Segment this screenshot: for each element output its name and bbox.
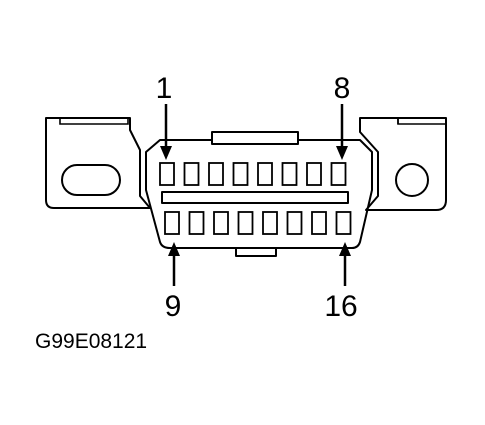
reference-code: G99E08121 [35, 330, 147, 353]
pin-1-label: 1 [156, 72, 173, 105]
bottom-row-pin-cavity [237, 211, 254, 235]
right-mounting-hole [395, 163, 429, 197]
pin-1-arrow [160, 104, 172, 160]
pin-9-label: 9 [165, 290, 182, 323]
right-mounting-flange [359, 117, 447, 211]
top-row-pin-cavity [257, 162, 273, 186]
bottom-row-pin-cavity [262, 211, 278, 235]
bottom-row-pin-cavity [213, 211, 229, 235]
top-row-pin-cavity [306, 162, 322, 186]
pin-8-label: 8 [334, 72, 351, 105]
bottom-pin-row [164, 211, 352, 235]
bottom-row-pin-cavity [335, 211, 352, 235]
left-mounting-flange [45, 117, 151, 209]
connector-body [145, 131, 373, 257]
top-row-pin-cavity [159, 162, 175, 186]
top-row-pin-cavity [232, 162, 249, 186]
left-mounting-hole [61, 164, 121, 196]
top-row-pin-cavity [183, 162, 200, 186]
pin-9-arrow [168, 242, 180, 286]
bottom-row-pin-cavity [164, 211, 180, 235]
pin-8-arrow [336, 104, 348, 160]
top-pin-row [159, 162, 347, 186]
top-row-pin-cavity [330, 162, 347, 186]
pin-16-label: 16 [324, 290, 357, 323]
bottom-row-pin-cavity [188, 211, 205, 235]
top-row-pin-cavity [281, 162, 298, 186]
bottom-row-pin-cavity [286, 211, 303, 235]
pin-16-arrow [339, 242, 351, 286]
connector-center-divider [161, 191, 349, 204]
bottom-row-pin-cavity [311, 211, 327, 235]
top-row-pin-cavity [208, 162, 224, 186]
